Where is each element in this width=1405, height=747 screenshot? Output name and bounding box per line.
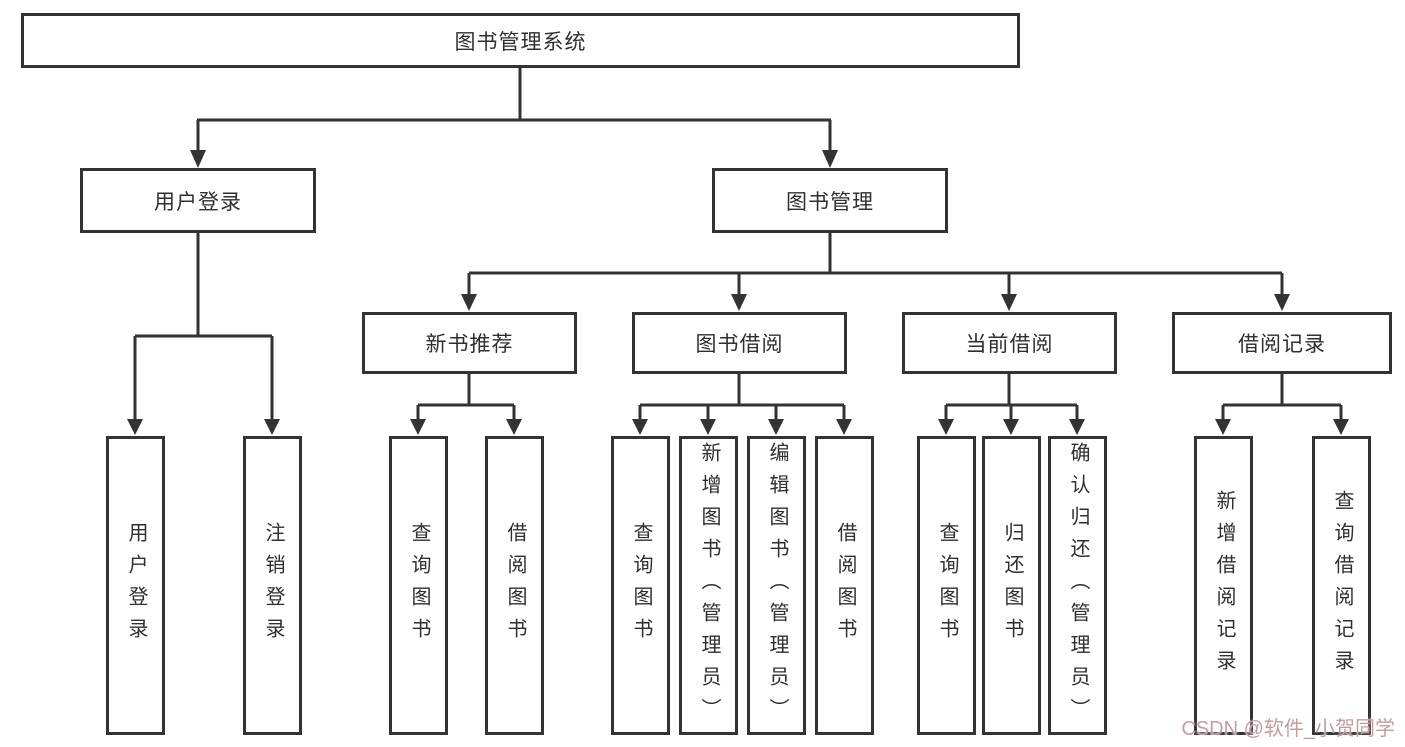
node-book-borrow: 图书借阅 [632,312,847,374]
leaf-borrow-books: 借阅图书 [815,436,874,735]
node-current-borrow: 当前借阅 [902,312,1117,374]
leaf-logout: 注销登录 [243,436,302,735]
leaf-add-books-admin: 新增图书（管理员） [679,436,738,735]
leaf-borrow-query-books: 查询图书 [611,436,670,735]
edge-lines [133,68,1343,420]
leaf-query-borrow-record: 查询借阅记录 [1312,436,1371,735]
leaf-edit-books-admin: 编辑图书（管理员） [747,436,806,735]
node-user-login: 用户登录 [80,168,316,233]
node-new-book-recommend: 新书推荐 [362,312,577,374]
leaf-add-borrow-record: 新增借阅记录 [1194,436,1253,735]
leaf-user-login: 用户登录 [106,436,165,735]
leaf-recommend-borrow-books: 借阅图书 [485,436,544,735]
leaf-confirm-return-admin: 确认归还（管理员） [1048,436,1107,735]
node-root-system: 图书管理系统 [21,13,1020,68]
leaf-current-query-books: 查询图书 [917,436,976,735]
arrowheads [127,150,1349,435]
leaf-recommend-query-books: 查询图书 [389,436,448,735]
leaf-return-books: 归还图书 [982,436,1041,735]
node-borrow-records: 借阅记录 [1172,312,1392,374]
csdn-watermark: CSDN @软件_小贺同学 [1181,718,1395,740]
node-book-management: 图书管理 [712,168,948,233]
